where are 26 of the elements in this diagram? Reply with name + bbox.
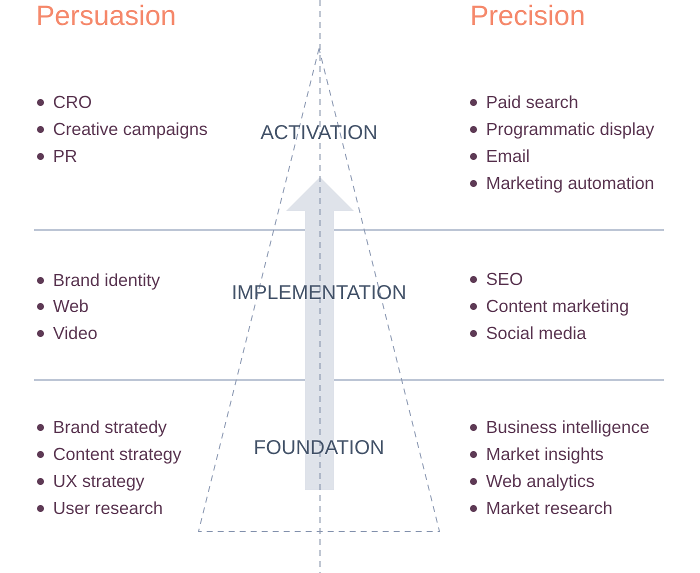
list-item: Email — [486, 146, 530, 166]
list-item: Content marketing — [486, 296, 629, 316]
list-item: Video — [53, 322, 98, 344]
list-item: PR — [53, 146, 78, 166]
column-heading: Precision — [470, 0, 586, 32]
tier-label: FOUNDATION — [254, 436, 384, 460]
column-heading: Persuasion — [36, 0, 176, 32]
tier-label: IMPLEMENTATION — [232, 281, 406, 305]
list-item: Market research — [486, 498, 612, 518]
list-item: User research — [53, 498, 163, 518]
list-item: Programmatic display — [486, 118, 654, 140]
list-item: Web — [53, 296, 89, 316]
list-item: Brand identity — [53, 270, 160, 290]
list-item: Business intelligence — [486, 416, 650, 438]
list-item: UX strategy — [53, 470, 144, 492]
list-item: Brand stratedy — [53, 416, 167, 438]
list-item: Content strategy — [53, 444, 182, 464]
list-item: Marketing automation — [486, 172, 654, 194]
list-item: Web analytics — [486, 470, 595, 492]
list-item: CRO — [53, 92, 92, 112]
tier-label: ACTIVATION — [260, 121, 378, 145]
list-item: Market insights — [486, 444, 604, 464]
list-item: SEO — [486, 268, 523, 290]
list-item: Social media — [486, 322, 586, 344]
list-item: Paid search — [486, 92, 578, 112]
list-item: Creative campaigns — [53, 118, 208, 140]
